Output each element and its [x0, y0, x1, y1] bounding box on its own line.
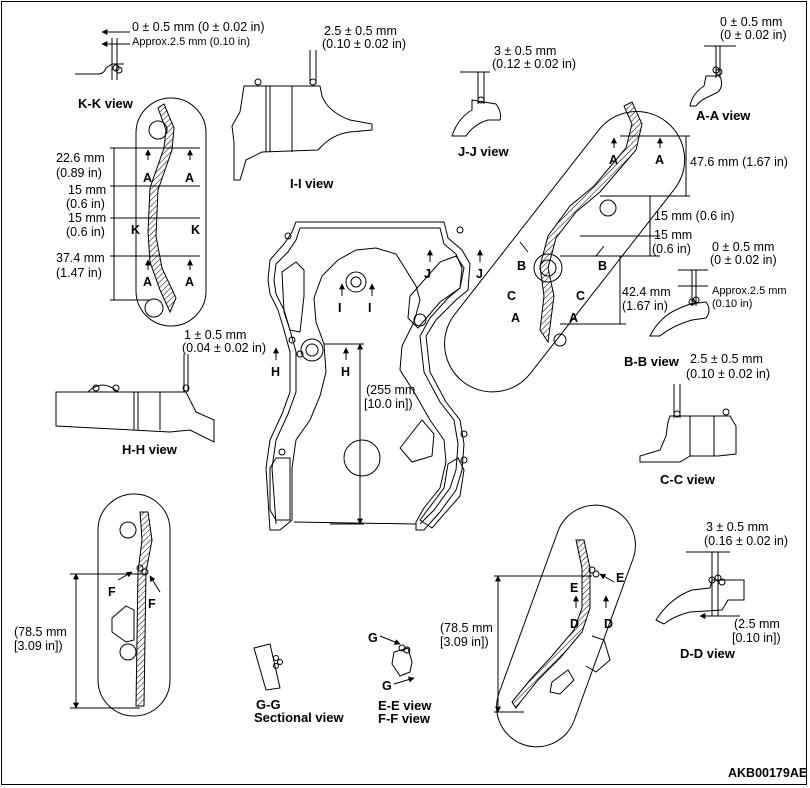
- dd-view: 3 ± 0.5 mm (0.16 ± 0.02 in) (2.5 mm [0.1…: [655, 520, 788, 661]
- svg-text:15 mm: 15 mm: [68, 183, 106, 197]
- svg-text:I: I: [338, 301, 341, 315]
- svg-text:J: J: [424, 267, 431, 281]
- ee-view: G G E-E view F-F view: [368, 631, 432, 726]
- svg-text:G-G: G-G: [256, 697, 281, 712]
- svg-text:42.4 mm: 42.4 mm: [622, 285, 671, 299]
- svg-text:E: E: [616, 571, 624, 585]
- svg-text:F: F: [108, 585, 116, 599]
- svg-text:B-B view: B-B view: [624, 354, 680, 369]
- svg-text:1 ± 0.5 mm: 1 ± 0.5 mm: [184, 328, 246, 342]
- svg-text:(0.10 ± 0.02 in): (0.10 ± 0.02 in): [322, 37, 406, 51]
- svg-text:A: A: [609, 153, 618, 167]
- svg-text:[3.09 in]): [3.09 in]): [440, 635, 489, 649]
- svg-text:15 mm (0.6 in): 15 mm (0.6 in): [654, 209, 735, 223]
- svg-text:F-F view: F-F view: [378, 711, 431, 726]
- svg-text:A: A: [185, 275, 194, 289]
- ii-view: 2.5 ± 0.5 mm (0.10 ± 0.02 in) I-I view: [231, 24, 406, 191]
- aa-view: 0 ± 0.5 mm (0 ± 0.02 in) A-A view: [689, 15, 787, 123]
- svg-text:(1.47 in): (1.47 in): [56, 266, 102, 280]
- left-detail: A A K K A A 22.6 mm (0.89 in) 15 mm (0.6…: [56, 97, 207, 327]
- svg-text:(1.67 in): (1.67 in): [622, 299, 668, 313]
- svg-text:B: B: [517, 259, 526, 273]
- svg-text:3 ± 0.5 mm: 3 ± 0.5 mm: [494, 44, 556, 58]
- svg-text:47.6 mm (1.67 in): 47.6 mm (1.67 in): [690, 155, 788, 169]
- svg-text:H: H: [271, 365, 280, 379]
- svg-text:D-D view: D-D view: [680, 646, 736, 661]
- svg-text:0 ± 0.5 mm: 0 ± 0.5 mm: [712, 240, 774, 254]
- svg-text:(0.6 in): (0.6 in): [652, 242, 691, 256]
- svg-text:(78.5 mm: (78.5 mm: [440, 621, 493, 635]
- svg-text:I: I: [368, 301, 371, 315]
- svg-text:K: K: [131, 223, 140, 237]
- svg-text:A: A: [143, 171, 152, 185]
- svg-text:A-A view: A-A view: [696, 108, 751, 123]
- svg-text:(0.6 in): (0.6 in): [66, 225, 105, 239]
- svg-text:15 mm: 15 mm: [68, 211, 106, 225]
- svg-text:A: A: [143, 275, 152, 289]
- svg-text:(0.10 ± 0.02 in): (0.10 ± 0.02 in): [686, 367, 770, 381]
- svg-text:0 ± 0.5 mm: 0 ± 0.5 mm: [720, 15, 782, 29]
- svg-text:(2.5 mm: (2.5 mm: [734, 617, 780, 631]
- svg-text:A: A: [569, 311, 578, 325]
- main-part: (255 mm [10.0 in]) I I H H J J: [265, 221, 483, 531]
- svg-text:37.4 mm: 37.4 mm: [56, 251, 105, 265]
- kk-view-title: K-K view: [78, 96, 134, 111]
- svg-text:I-I view: I-I view: [290, 176, 334, 191]
- svg-text:C: C: [576, 289, 585, 303]
- svg-text:(0.10 in): (0.10 in): [712, 298, 752, 310]
- svg-text:K: K: [191, 223, 200, 237]
- svg-text:(78.5 mm: (78.5 mm: [14, 625, 67, 639]
- bottom-right-detail: E E D D (78.5 mm [3.09 in]): [440, 504, 636, 748]
- svg-text:H-H view: H-H view: [122, 442, 178, 457]
- gg-view: G-G Sectional view: [253, 643, 344, 725]
- svg-text:C: C: [507, 289, 516, 303]
- svg-text:D: D: [604, 617, 613, 631]
- hh-view: 1 ± 0.5 mm (0.04 ± 0.02 in) H-H view: [55, 328, 266, 457]
- kk-dim2: Approx.2.5 mm (0.10 in): [132, 36, 250, 48]
- svg-text:Sectional view: Sectional view: [254, 710, 344, 725]
- svg-text:J-J view: J-J view: [458, 144, 509, 159]
- svg-text:G: G: [382, 679, 392, 693]
- svg-text:G: G: [368, 631, 378, 645]
- svg-text:A: A: [185, 171, 194, 185]
- bottom-left-detail: F F (78.5 mm [3.09 in]): [14, 493, 171, 717]
- right-detail: A A B B C C A A 47.6 mm (1.67 in) 15 mm …: [444, 101, 788, 393]
- svg-text:2.5 ± 0.5 mm: 2.5 ± 0.5 mm: [324, 24, 397, 38]
- svg-text:A: A: [511, 311, 520, 325]
- svg-text:22.6 mm: 22.6 mm: [56, 151, 105, 165]
- svg-text:F: F: [148, 597, 156, 611]
- bb-view: 0 ± 0.5 mm (0 ± 0.02 in) Approx.2.5 mm (…: [624, 240, 787, 369]
- svg-text:[0.10 in]): [0.10 in]): [732, 631, 781, 645]
- svg-text:[3.09 in]): [3.09 in]): [14, 639, 63, 653]
- svg-text:(255 mm: (255 mm: [366, 383, 415, 397]
- svg-text:(0.6 in): (0.6 in): [66, 197, 105, 211]
- svg-text:B: B: [598, 259, 607, 273]
- svg-text:(0.89 in): (0.89 in): [56, 166, 102, 180]
- kk-view: 0 ± 0.5 mm (0 ± 0.02 in) Approx.2.5 mm (…: [75, 20, 265, 111]
- kk-dim1: 0 ± 0.5 mm (0 ± 0.02 in): [132, 20, 265, 34]
- jj-view: 3 ± 0.5 mm (0.12 ± 0.02 in) J-J view: [451, 44, 576, 159]
- cc-view: 2.5 ± 0.5 mm (0.10 ± 0.02 in) C-C view: [639, 352, 770, 487]
- svg-text:(0 ± 0.02 in): (0 ± 0.02 in): [710, 253, 777, 267]
- svg-text:(0.04 ± 0.02 in): (0.04 ± 0.02 in): [182, 341, 266, 355]
- svg-text:E: E: [570, 581, 578, 595]
- svg-text:3 ± 0.5 mm: 3 ± 0.5 mm: [706, 520, 768, 534]
- svg-text:2.5 ± 0.5 mm: 2.5 ± 0.5 mm: [690, 352, 763, 366]
- svg-text:A: A: [655, 153, 664, 167]
- svg-text:J: J: [476, 267, 483, 281]
- svg-text:(0 ± 0.02 in): (0 ± 0.02 in): [720, 28, 787, 42]
- drawing-id: AKB00179AE: [728, 766, 807, 780]
- svg-text:H: H: [341, 365, 350, 379]
- svg-text:[10.0 in]): [10.0 in]): [364, 397, 413, 411]
- svg-text:Approx.2.5 mm: Approx.2.5 mm: [712, 285, 787, 297]
- svg-text:C-C view: C-C view: [660, 472, 716, 487]
- svg-text:15 mm: 15 mm: [654, 228, 692, 242]
- svg-text:D: D: [570, 617, 579, 631]
- svg-text:(0.16 ± 0.02 in): (0.16 ± 0.02 in): [704, 534, 788, 548]
- svg-text:E-E view: E-E view: [378, 698, 432, 713]
- svg-text:(0.12 ± 0.02 in): (0.12 ± 0.02 in): [492, 57, 576, 71]
